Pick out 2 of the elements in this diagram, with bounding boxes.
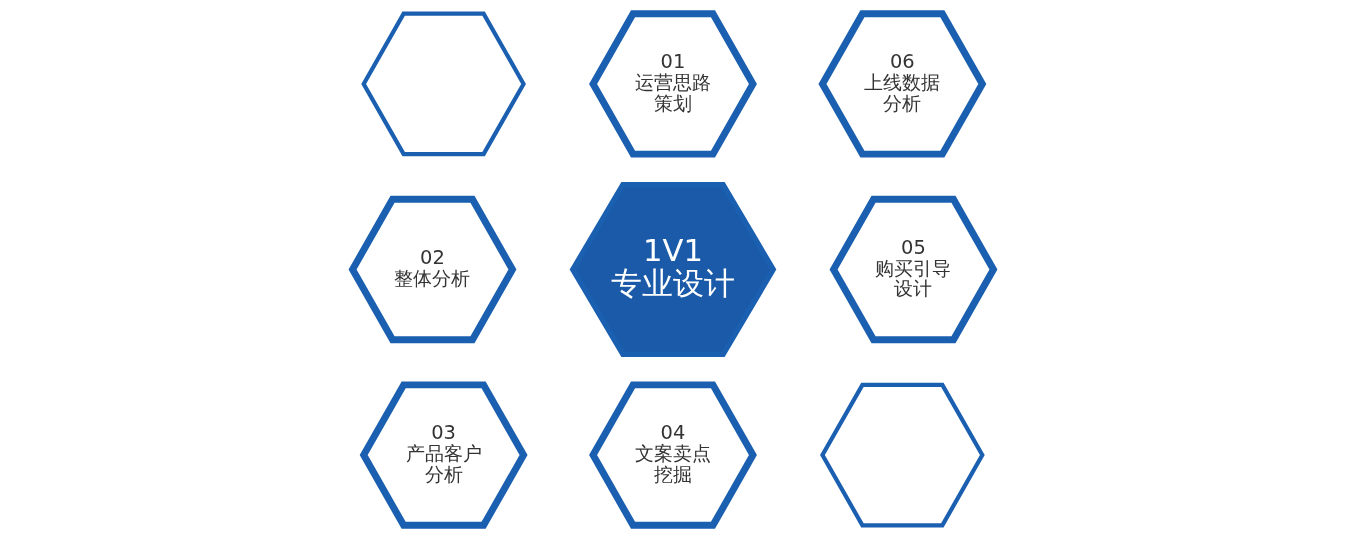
node-hexagon (820, 382, 985, 528)
node-hexagon (361, 11, 526, 157)
